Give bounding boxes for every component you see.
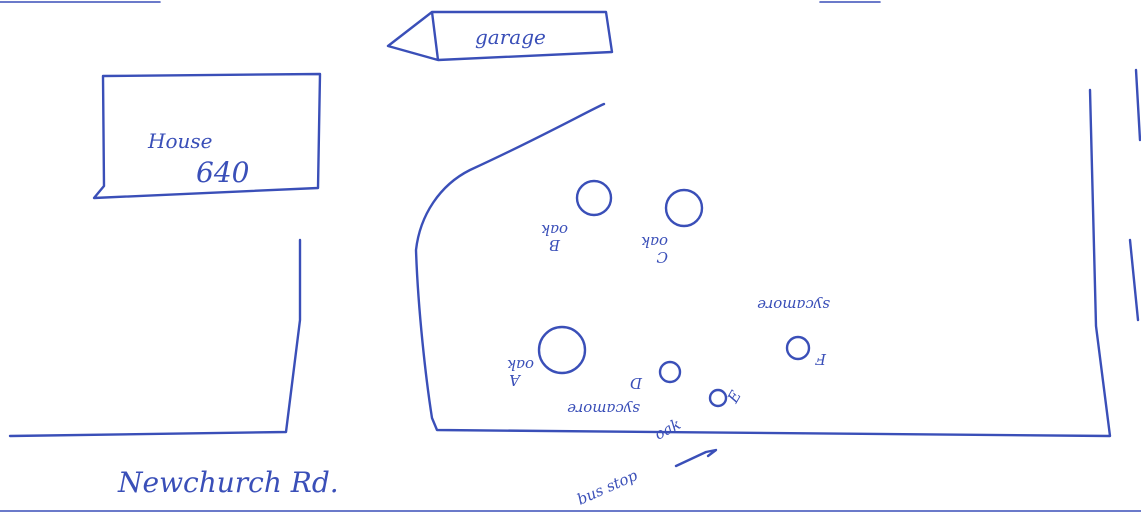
tree-c-trunk-circle — [666, 190, 702, 226]
tree-f-species: sycamore — [757, 296, 830, 314]
bus-stop: bus stop — [574, 450, 716, 509]
tree-f-trunk-circle — [787, 337, 809, 359]
tree-a-trunk-circle — [539, 327, 585, 373]
house-label-number: 640 — [196, 156, 249, 189]
tree-d: D sycamore — [567, 362, 680, 418]
bus-stop-label: bus stop — [574, 466, 640, 509]
tree-a: A oak — [507, 327, 585, 389]
bus-stop-marker — [676, 450, 716, 466]
left-lot-boundary — [10, 240, 300, 436]
tree-e-species: oak — [651, 415, 683, 444]
tree-b-trunk-circle — [577, 181, 611, 215]
tree-a-species: oak — [507, 356, 534, 374]
far-right-edge — [1130, 70, 1140, 320]
street-name-label: Newchurch Rd. — [117, 466, 339, 499]
tree-f-letter: F — [815, 350, 827, 368]
tree-e-letter: E — [723, 387, 745, 406]
tree-d-trunk-circle — [660, 362, 680, 382]
tree-e: E oak — [651, 387, 745, 443]
tree-d-letter: D — [630, 374, 643, 392]
tree-c: C oak — [641, 190, 702, 266]
tree-f: F sycamore — [757, 296, 830, 368]
garage-sign: garage — [388, 12, 612, 60]
tree-b: B oak — [541, 181, 611, 254]
garage-label: garage — [475, 25, 546, 49]
tree-d-species: sycamore — [567, 400, 640, 418]
house-label-name: House — [147, 129, 212, 153]
house-640: House 640 — [94, 74, 320, 198]
tree-e-trunk-circle — [710, 390, 726, 406]
tree-b-species: oak — [541, 221, 568, 239]
tree-c-species: oak — [641, 233, 668, 251]
